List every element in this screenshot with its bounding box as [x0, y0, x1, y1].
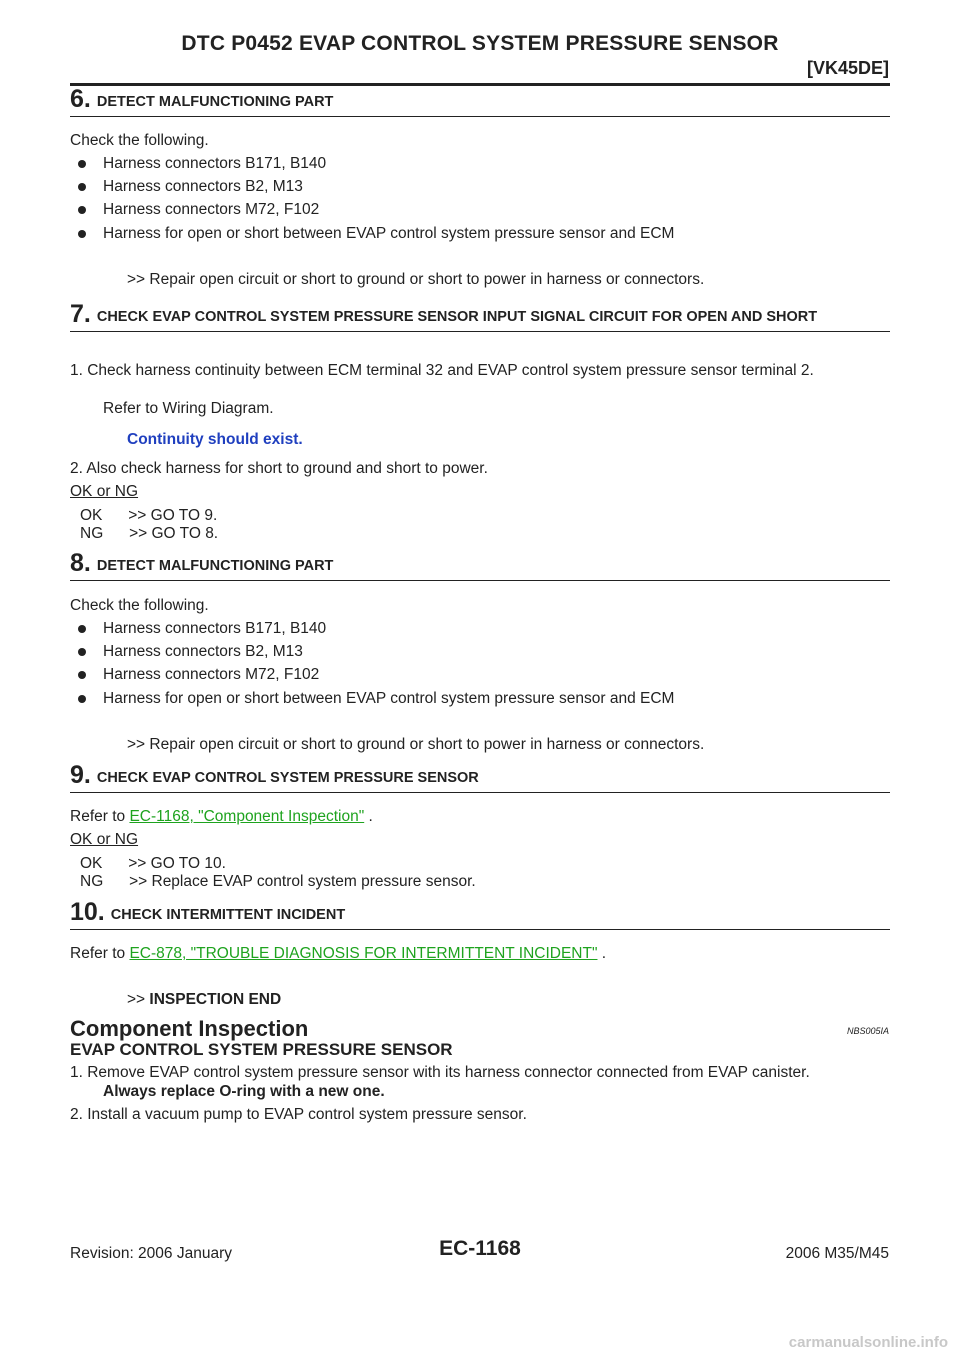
step-10-heading: 10. CHECK INTERMITTENT INCIDENT	[70, 898, 890, 930]
component-inspection-subtitle: EVAP CONTROL SYSTEM PRESSURE SENSOR	[70, 1040, 453, 1059]
component-inspection-link[interactable]: EC-1168, "Component Inspection"	[129, 808, 365, 825]
step-9-number: 9.	[70, 761, 91, 789]
step-6-bullet-4: Harness for open or short between EVAP c…	[77, 225, 675, 242]
step-8-result: >> Repair open circuit or short to groun…	[127, 736, 705, 753]
step-7-ok-ng-label: OK or NG	[70, 483, 139, 500]
component-item-1-note: Always replace O-ring with a new one.	[103, 1083, 385, 1100]
step-9-refer-prefix: Refer to	[70, 808, 130, 825]
step-8-bullet-2: Harness connectors B2, M13	[78, 643, 303, 660]
footer-page-number: EC-1168	[439, 1237, 521, 1260]
step-10-end-prefix: >>	[127, 991, 150, 1008]
step-10-end: >> INSPECTION END	[127, 990, 281, 1010]
step-7-item-1: 1. Check harness continuity between ECM …	[70, 362, 814, 379]
step-6-bullet-3: Harness connectors M72, F102	[77, 201, 320, 218]
intermittent-incident-link[interactable]: EC-878, "TROUBLE DIAGNOSIS FOR INTERMITT…	[129, 945, 598, 962]
footer-revision: Revision: 2006 January	[70, 1245, 232, 1262]
step-6-number: 6.	[70, 85, 91, 113]
footer-model: 2006 M35/M45	[785, 1245, 889, 1262]
step-10-refer-prefix: Refer to	[70, 945, 130, 962]
step-8-number: 8.	[70, 549, 91, 577]
step-8-heading: 8. DETECT MALFUNCTIONING PART	[70, 549, 890, 581]
step-9-title: CHECK EVAP CONTROL SYSTEM PRESSURE SENSO…	[96, 770, 479, 786]
step-8-bullet-3: Harness connectors M72, F102	[77, 666, 320, 683]
step-7-title: CHECK EVAP CONTROL SYSTEM PRESSURE SENSO…	[96, 309, 818, 325]
step-7-spec: Continuity should exist.	[127, 431, 303, 448]
step-7-item-1-note: Refer to Wiring Diagram.	[103, 400, 274, 417]
header-divider	[70, 83, 890, 86]
engine-code: [VK45DE]	[806, 58, 889, 78]
step-7-number: 7.	[70, 300, 91, 328]
step-8-intro: Check the following.	[70, 597, 209, 614]
step-8-title: DETECT MALFUNCTIONING PART	[96, 558, 334, 574]
step-6-title: DETECT MALFUNCTIONING PART	[96, 94, 334, 110]
step-10-refer: Refer to EC-878, "TROUBLE DIAGNOSIS FOR …	[70, 944, 606, 964]
component-item-2: 2. Install a vacuum pump to EVAP control…	[70, 1106, 527, 1123]
step-7-item-2: 2. Also check harness for short to groun…	[70, 460, 488, 477]
step-6-result: >> Repair open circuit or short to groun…	[127, 271, 705, 288]
step-7-heading: 7. CHECK EVAP CONTROL SYSTEM PRESSURE SEN…	[70, 300, 890, 332]
step-6-bullet-1: Harness connectors B171, B140	[77, 155, 327, 172]
step-6-heading: 6. DETECT MALFUNCTIONING PART	[70, 85, 890, 117]
step-9-refer-suffix: .	[364, 808, 373, 825]
step-7-ok: OK >> GO TO 9.	[80, 507, 218, 524]
step-9-ok: OK >> GO TO 10.	[80, 855, 226, 872]
step-10-refer-suffix: .	[597, 945, 607, 962]
component-item-1: 1. Remove EVAP control system pressure s…	[70, 1064, 810, 1081]
step-9-ng: NG >> Replace EVAP control system pressu…	[80, 873, 476, 890]
step-9-refer: Refer to EC-1168, "Component Inspection"…	[70, 807, 373, 827]
step-10-number: 10.	[70, 898, 105, 926]
step-9-heading: 9. CHECK EVAP CONTROL SYSTEM PRESSURE SEN…	[70, 761, 890, 793]
step-8-bullet-1: Harness connectors B171, B140	[77, 620, 327, 637]
step-8-bullet-4: Harness for open or short between EVAP c…	[77, 690, 675, 707]
step-6-bullet-2: Harness connectors B2, M13	[78, 178, 303, 195]
component-inspection-title: Component Inspection	[70, 1016, 309, 1041]
watermark: carmanualsonline.info	[788, 1334, 948, 1351]
component-inspection-code: NBS005IA	[846, 1026, 889, 1036]
step-7-ng: NG >> GO TO 8.	[80, 525, 219, 542]
step-10-title: CHECK INTERMITTENT INCIDENT	[110, 907, 346, 923]
step-9-ok-ng-label: OK or NG	[70, 831, 139, 848]
step-6-intro: Check the following.	[70, 132, 209, 149]
inspection-end: INSPECTION END	[149, 991, 282, 1008]
page-title: DTC P0452 EVAP CONTROL SYSTEM PRESSURE S…	[181, 32, 779, 55]
